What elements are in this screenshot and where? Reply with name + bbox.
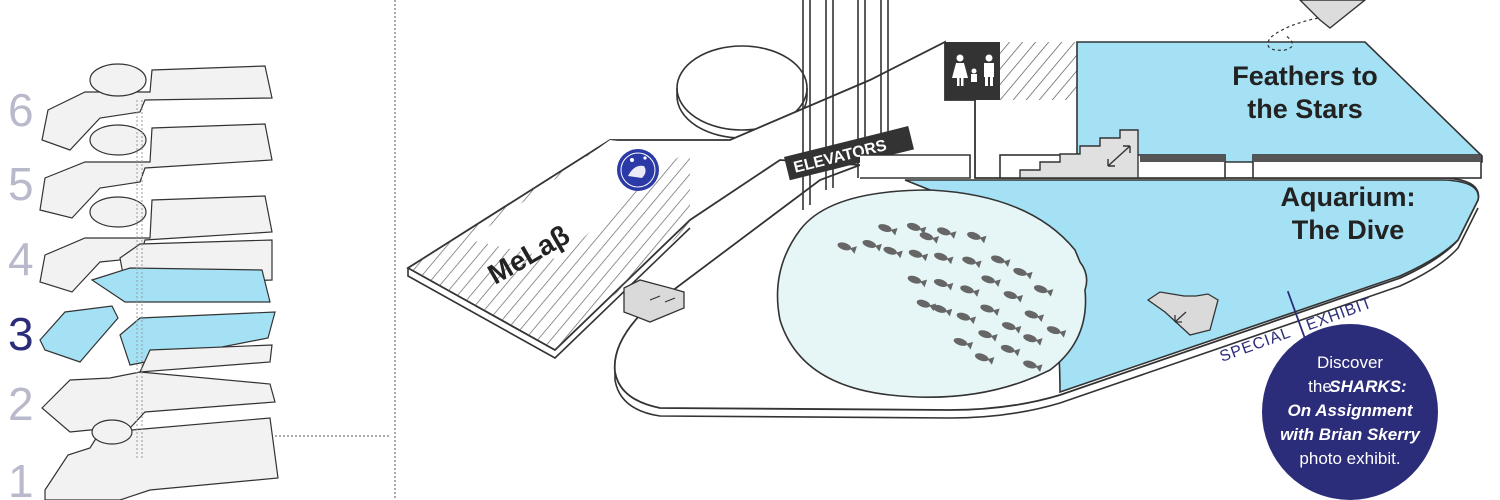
hand-wash-icon xyxy=(617,149,659,191)
floor-2-number[interactable]: 2 xyxy=(8,378,34,430)
aquarium-title-line2: The Dive xyxy=(1292,215,1405,245)
stairs-icon xyxy=(1019,129,1139,179)
floor-4-number[interactable]: 4 xyxy=(8,233,34,285)
floor-selector: 6 5 4 3 2 1 xyxy=(8,63,279,500)
callout-line2a: the xyxy=(1308,377,1332,396)
floor-6-number[interactable]: 6 xyxy=(8,84,34,136)
floor-2-plan[interactable] xyxy=(41,344,276,433)
floor-6-plan[interactable] xyxy=(41,63,273,151)
feathers-exhibit-area[interactable]: Feathers to the Stars xyxy=(1076,41,1483,163)
floor-1-number[interactable]: 1 xyxy=(8,455,34,500)
floor-5-plan[interactable] xyxy=(39,123,273,219)
callout-line1: Discover xyxy=(1317,353,1383,372)
paper-plane-icon xyxy=(1267,0,1367,51)
floor-3-number[interactable]: 3 xyxy=(8,308,34,360)
floor-1-plan[interactable] xyxy=(44,417,279,500)
restroom-area[interactable] xyxy=(945,42,1077,100)
aquarium-tank xyxy=(776,189,1088,399)
floor-5-number[interactable]: 5 xyxy=(8,158,34,210)
feathers-title-line1: Feathers to xyxy=(1232,61,1378,91)
stairs-icon-aquarium xyxy=(1146,291,1219,336)
sharks-callout[interactable]: Discover the SHARKS: On Assignment with … xyxy=(1262,324,1438,500)
aquarium-title-line1: Aquarium: xyxy=(1281,182,1416,212)
family-restroom-icon xyxy=(952,54,994,86)
callout-line3: On Assignment xyxy=(1288,401,1414,420)
feathers-title-line2: the Stars xyxy=(1247,94,1363,124)
stairs-icon-left xyxy=(623,279,685,323)
callout-line2b: SHARKS: xyxy=(1329,377,1406,396)
callout-line4: with Brian Skerry xyxy=(1280,425,1421,444)
callout-line5: photo exhibit. xyxy=(1299,449,1400,468)
interior-walls xyxy=(860,154,1482,179)
